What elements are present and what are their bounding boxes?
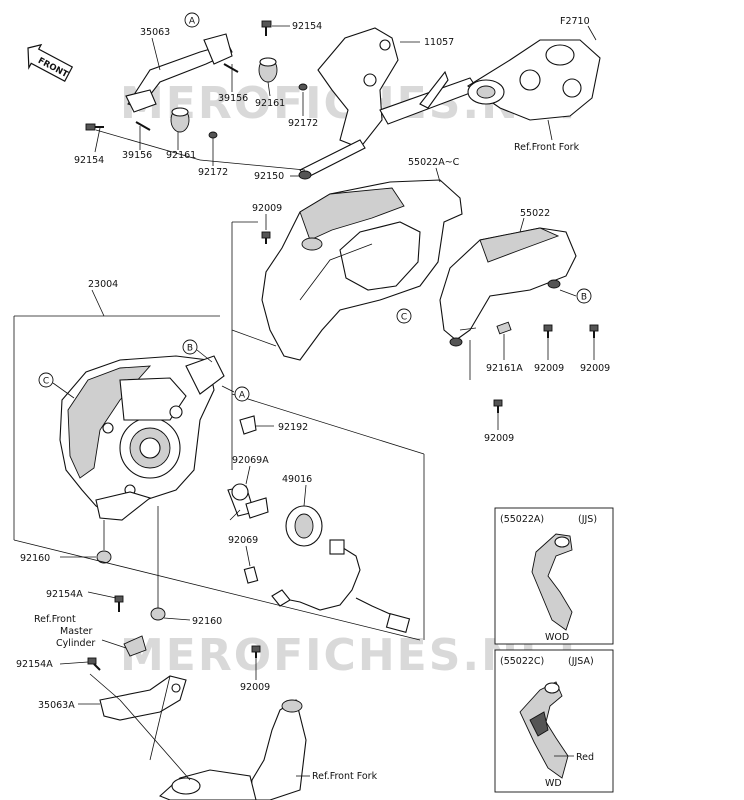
bolt-92154-upper (261, 20, 272, 36)
svg-text:A: A (189, 17, 196, 27)
label-ref-front-fork-top: Ref.Front Fork (514, 142, 580, 153)
front-fork-top-ref (466, 39, 601, 121)
label-92172-a: 92172 (288, 118, 318, 129)
harness-wire (271, 539, 411, 634)
label-ref-master-3: Cylinder (56, 638, 95, 649)
screw-92009-a (261, 231, 271, 244)
label-92009-e: 92009 (240, 682, 270, 693)
grommet-92160-b (150, 607, 166, 621)
inset-55022A: (55022A) (JJS) WOD (494, 507, 614, 645)
label-92009-b: 92009 (534, 363, 564, 374)
leaders-headlight (52, 349, 235, 399)
screw-92009-c (589, 324, 599, 338)
label-92009-d: 92009 (484, 433, 514, 444)
leaders-middle (231, 167, 595, 640)
headlight-assy-23004 (59, 355, 225, 521)
inset-55022C: (55022C) (JJSA) Red WD (494, 649, 614, 793)
inset2-color: WD (545, 778, 562, 789)
cowl-55022 (439, 227, 577, 347)
front-master-cylinder-ref (123, 635, 147, 657)
svg-text:C: C (401, 313, 407, 323)
callout-c-left: C (38, 372, 54, 388)
label-92009-c: 92009 (580, 363, 610, 374)
diagram-code: F2710 (560, 16, 590, 27)
front-fork-bottom-ref (158, 699, 307, 800)
label-ref-master-1: Ref.Front (34, 614, 76, 625)
clip-92192 (239, 415, 274, 435)
bulb-92069 (243, 545, 259, 584)
label-92154-left: 92154 (74, 155, 104, 166)
callout-a-top: A (184, 12, 200, 28)
label-ref-front-fork-bottom: Ref.Front Fork (312, 771, 378, 782)
label-92069: 92069 (228, 535, 258, 546)
label-92009-a: 92009 (252, 203, 282, 214)
inset2-code: (55022C) (500, 656, 544, 667)
grommet-92160-a (96, 550, 112, 564)
inset2-region: (JJSA) (568, 656, 594, 667)
cowl-55022A-C (261, 179, 463, 361)
collar-92172-upper (298, 83, 308, 91)
screw-92009-b (543, 324, 553, 338)
label-92154-top: 92154 (292, 21, 322, 32)
label-11057: 11057 (424, 37, 454, 48)
socket-49016 (285, 484, 323, 547)
grommet-92161-lower (170, 107, 190, 133)
label-92161-a: 92161 (255, 98, 285, 109)
label-39156-b: 39156 (122, 150, 152, 161)
inset2-note: Red (576, 752, 594, 763)
bulb-92069A (227, 465, 269, 519)
callout-b-left: B (182, 339, 198, 355)
inset1-region: (JJS) (578, 514, 597, 525)
label-92161-b: 92161 (166, 150, 196, 161)
frame-23004 (13, 289, 220, 540)
collar-92172-lower (208, 131, 218, 139)
inset1-code: (55022A) (500, 514, 544, 525)
bracket-35063A (99, 675, 187, 721)
callout-c-right: C (396, 308, 412, 324)
grommet-92161-upper (258, 57, 278, 83)
label-92172-b: 92172 (198, 167, 228, 178)
front-arrow-icon: FRONT (27, 43, 74, 82)
label-92192: 92192 (278, 422, 308, 433)
svg-text:B: B (581, 293, 587, 303)
svg-text:B: B (187, 344, 193, 354)
bolt-92154A-a (114, 595, 124, 612)
label-49016: 49016 (282, 474, 312, 485)
label-92069A: 92069A (232, 455, 269, 466)
pin-39156-upper (223, 63, 239, 73)
label-55022A-C: 55022A~C (408, 157, 460, 168)
label-92154A-a: 92154A (46, 589, 83, 600)
svg-text:A: A (239, 391, 246, 401)
screw-92009-d (493, 399, 503, 413)
bracket-35063 (125, 33, 233, 113)
label-23004: 23004 (88, 279, 118, 290)
label-ref-master-2: Master (60, 626, 93, 637)
bolt-92154A-b (87, 657, 101, 671)
svg-text:C: C (43, 377, 49, 387)
callout-a-left: A (234, 386, 250, 402)
bolt-92154-left (85, 123, 104, 131)
leaders-lower (13, 394, 421, 781)
label-92160-b: 92160 (192, 616, 222, 627)
label-55022: 55022 (520, 208, 550, 219)
stay-11057 (299, 27, 479, 179)
label-39156-a: 39156 (218, 93, 248, 104)
label-92154A-b: 92154A (16, 659, 53, 670)
screw-92009-e (251, 645, 261, 658)
label-92160-a: 92160 (20, 553, 50, 564)
label-92150: 92150 (254, 171, 284, 182)
leaders-top (94, 25, 597, 177)
clip-92161A (496, 321, 512, 335)
label-35063A: 35063A (38, 700, 75, 711)
inset1-color: WOD (545, 632, 569, 643)
label-92161A: 92161A (486, 363, 523, 374)
label-35063: 35063 (140, 27, 170, 38)
pin-39156-lower (135, 121, 151, 131)
grommet-92150 (298, 170, 312, 180)
callout-b-right: B (576, 288, 592, 304)
